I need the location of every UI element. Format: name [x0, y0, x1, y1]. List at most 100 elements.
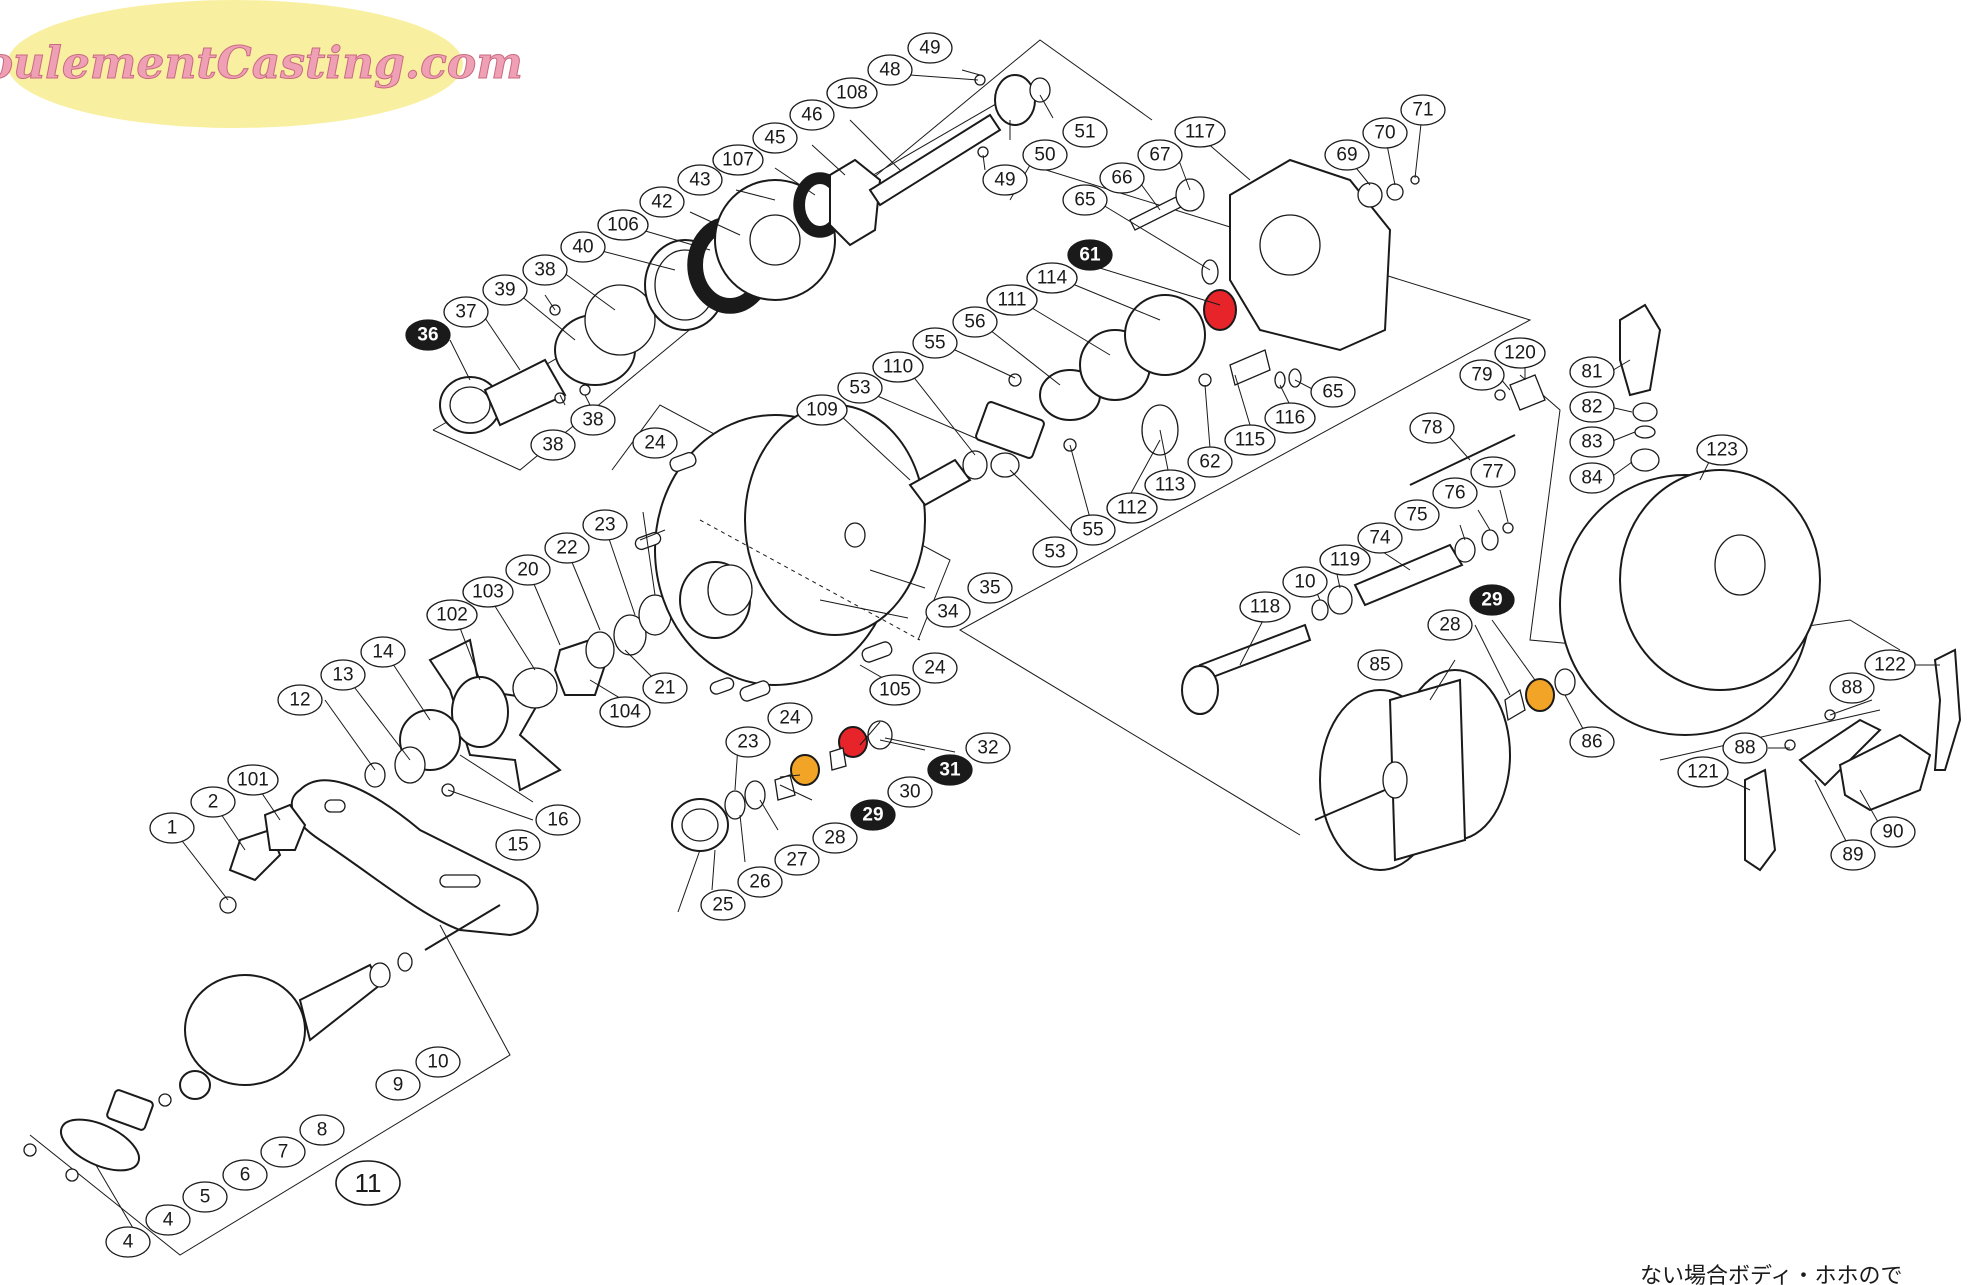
plate-dash-line: [699, 519, 921, 641]
callout-56: 56: [952, 306, 998, 338]
svg-text:119: 119: [1330, 550, 1360, 571]
callout-49a: 49: [907, 32, 953, 64]
callout-6: 6: [222, 1159, 268, 1191]
callout-22: 22: [544, 532, 590, 564]
svg-text:82: 82: [1581, 397, 1602, 418]
svg-text:37: 37: [455, 302, 476, 323]
callout-50: 50: [1022, 139, 1068, 171]
callout-102: 102: [426, 599, 478, 631]
svg-text:105: 105: [879, 680, 911, 701]
callout-115: 115: [1224, 424, 1276, 456]
callout-67: 67: [1137, 139, 1183, 171]
svg-text:103: 103: [472, 582, 504, 603]
svg-text:50: 50: [1034, 145, 1055, 166]
handle-arm: [290, 779, 539, 937]
callout-16: 16: [535, 804, 581, 836]
callout-77: 77: [1470, 456, 1516, 488]
knob-67: [1175, 178, 1205, 212]
svg-text:24: 24: [924, 658, 946, 679]
callout-105: 105: [869, 674, 921, 706]
callout-15: 15: [495, 829, 541, 861]
svg-text:31: 31: [939, 760, 961, 781]
svg-text:76: 76: [1444, 483, 1465, 504]
svg-text:75: 75: [1406, 505, 1427, 526]
svg-text:89: 89: [1842, 845, 1863, 866]
callout-113: 113: [1144, 469, 1196, 501]
callout-28b: 28: [1427, 609, 1473, 641]
watermark-text: RoulementCasting.com: [0, 38, 523, 89]
handle-slot-lower: [439, 874, 481, 888]
ring-69: [1357, 182, 1383, 208]
ring-26: [724, 790, 746, 820]
frame-plate-group: [1129, 158, 1420, 389]
knob-shaft: [424, 904, 501, 951]
callout-107: 107: [712, 144, 764, 176]
callout-14: 14: [360, 636, 406, 668]
callout-26: 26: [737, 866, 783, 898]
callout-118: 118: [1239, 591, 1291, 623]
svg-text:40: 40: [572, 237, 593, 258]
shim-30: [829, 747, 847, 771]
svg-text:20: 20: [517, 560, 538, 581]
clip-122: [1933, 648, 1962, 771]
svg-text:34: 34: [937, 602, 959, 623]
svg-text:53: 53: [849, 378, 870, 399]
svg-text:38: 38: [582, 410, 603, 431]
callout-122: 122: [1864, 649, 1916, 681]
star-drag-assembly: [364, 594, 672, 797]
spring-65b: [1288, 368, 1302, 388]
callout-65b: 65: [1310, 376, 1356, 408]
knob-cap: [106, 1089, 154, 1131]
svg-text:8: 8: [317, 1120, 328, 1141]
callout-85: 85: [1357, 649, 1403, 681]
callout-34: 34: [925, 596, 971, 628]
main-gear-stack: [439, 74, 1051, 434]
svg-text:62: 62: [1199, 452, 1220, 473]
callout-104: 104: [599, 696, 651, 728]
callout-109: 109: [796, 394, 848, 426]
callout-27: 27: [774, 844, 820, 876]
callout-21: 21: [642, 672, 688, 704]
svg-text:36: 36: [417, 325, 438, 346]
svg-text:116: 116: [1275, 408, 1305, 429]
callout-66: 66: [1099, 162, 1145, 194]
knob-plate: [60, 1118, 140, 1172]
svg-text:61: 61: [1079, 245, 1101, 266]
callout-8: 8: [299, 1114, 345, 1146]
svg-text:77: 77: [1482, 462, 1503, 483]
callout-78: 78: [1409, 412, 1455, 444]
callout-74: 74: [1357, 522, 1403, 554]
callout-65a: 65: [1062, 184, 1108, 216]
level-wind-group: [1181, 374, 1546, 715]
svg-text:25: 25: [712, 895, 733, 916]
callout-108: 108: [826, 77, 878, 109]
clutch-plate-114: [1124, 294, 1206, 376]
bearing-31-red: [838, 726, 868, 758]
nut-82: [1632, 402, 1658, 422]
ring-27: [744, 780, 766, 810]
svg-text:29: 29: [862, 805, 883, 826]
callout-101: 101: [227, 764, 279, 796]
svg-text:13: 13: [332, 665, 353, 686]
svg-text:23: 23: [594, 515, 615, 536]
svg-text:122: 122: [1874, 655, 1906, 676]
shim-28b: [1504, 688, 1526, 722]
bearing-61-red: [1203, 289, 1237, 331]
callout-2: 2: [190, 786, 236, 818]
clip-77: [1502, 522, 1514, 534]
svg-text:21: 21: [654, 678, 675, 699]
washer-20: [585, 631, 615, 669]
callout-40: 40: [560, 231, 606, 263]
callout-38a: 38: [522, 254, 568, 286]
screw-5: [158, 1093, 172, 1107]
callout-4b: 4: [105, 1226, 151, 1258]
svg-text:49: 49: [919, 38, 940, 59]
svg-text:88: 88: [1841, 678, 1862, 699]
screw-24b: [861, 641, 893, 663]
ring-76: [1481, 529, 1499, 551]
svg-text:56: 56: [964, 312, 985, 333]
spring-13: [394, 746, 426, 784]
pinion-109: [908, 458, 972, 507]
callout-9: 9: [375, 1069, 421, 1101]
drive-shaft-108: [868, 113, 1002, 207]
